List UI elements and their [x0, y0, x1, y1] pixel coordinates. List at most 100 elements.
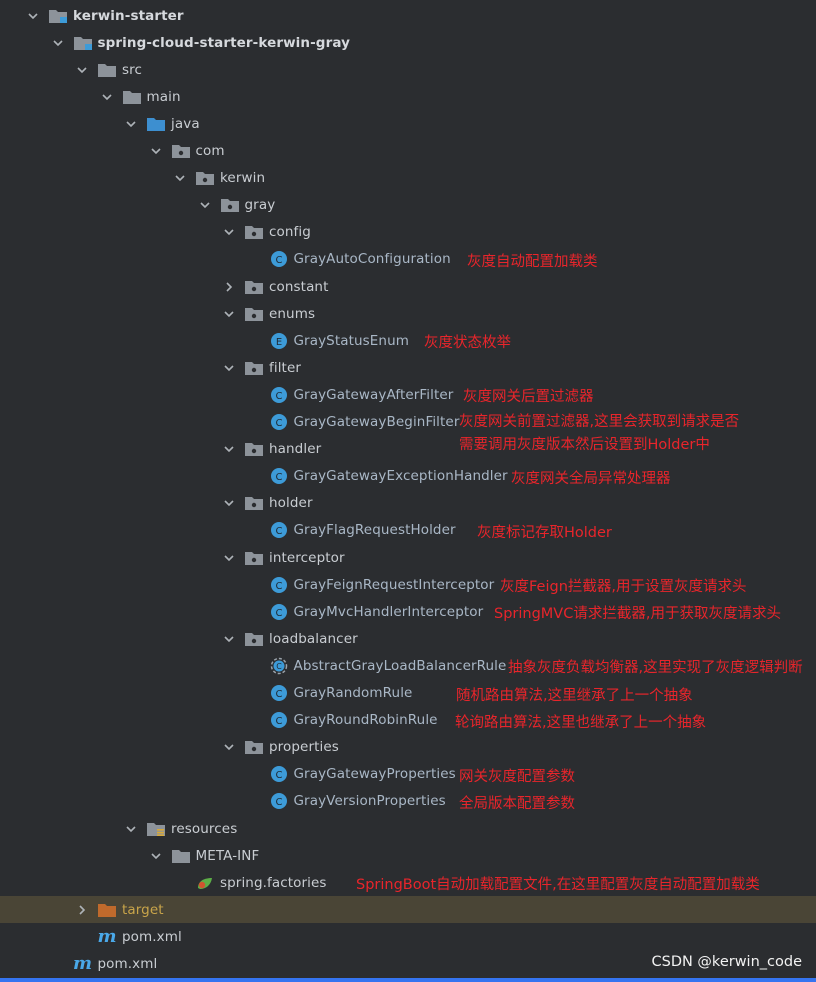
annotation-note: 灰度标记存取Holder — [477, 524, 612, 541]
chevron-down-icon[interactable] — [222, 740, 236, 754]
chevron-down-icon[interactable] — [222, 361, 236, 375]
folder-icon — [97, 61, 117, 79]
tree-node-loadbalancer[interactable]: loadbalancer — [0, 625, 816, 652]
tree-node-kerwin-starter[interactable]: kerwin-starter — [0, 2, 816, 29]
watermark: CSDN @kerwin_code — [651, 954, 802, 970]
folder-icon — [171, 847, 191, 865]
chevron-spacer — [247, 767, 261, 781]
tree-node-filter[interactable]: filter — [0, 354, 816, 381]
chevron-down-icon[interactable] — [51, 36, 65, 50]
chevron-right-icon[interactable] — [75, 903, 89, 917]
chevron-spacer — [173, 876, 187, 890]
package-icon — [244, 223, 264, 241]
class-icon: C — [269, 603, 289, 621]
chevron-down-icon[interactable] — [222, 307, 236, 321]
chevron-down-icon[interactable] — [222, 442, 236, 456]
chevron-down-icon[interactable] — [26, 9, 40, 23]
chevron-spacer — [247, 578, 261, 592]
chevron-down-icon[interactable] — [149, 144, 163, 158]
tree-node-interceptor[interactable]: interceptor — [0, 544, 816, 571]
annotation-note: 随机路由算法,这里继承了上一个抽象 — [456, 687, 693, 704]
tree-node-main[interactable]: main — [0, 83, 816, 110]
tree-node-target[interactable]: target — [0, 896, 816, 924]
tree-node-grayflagrequestholder[interactable]: C GrayFlagRequestHolder — [0, 517, 816, 544]
chevron-down-icon[interactable] — [222, 632, 236, 646]
tree-node-kerwin[interactable]: kerwin — [0, 165, 816, 192]
chevron-down-icon[interactable] — [222, 496, 236, 510]
tree-node-label: constant — [269, 278, 329, 295]
tree-node-spring-factories[interactable]: spring.factories — [0, 869, 816, 896]
chevron-right-icon[interactable] — [222, 280, 236, 294]
tree-node-constant[interactable]: constant — [0, 273, 816, 300]
chevron-down-icon[interactable] — [124, 822, 138, 836]
chevron-down-icon[interactable] — [173, 171, 187, 185]
abstract-class-icon: C — [269, 657, 289, 675]
tree-node-label: GrayFlagRequestHolder — [293, 522, 456, 539]
tree-node-label: AbstractGrayLoadBalancerRule — [293, 657, 507, 674]
tree-node-holder[interactable]: holder — [0, 490, 816, 517]
package-icon — [195, 169, 215, 187]
chevron-spacer — [247, 415, 261, 429]
tree-node-enums[interactable]: enums — [0, 300, 816, 327]
chevron-down-icon[interactable] — [100, 90, 114, 104]
tree-node-gray[interactable]: gray — [0, 192, 816, 219]
svg-text:C: C — [275, 797, 282, 808]
package-icon — [171, 142, 191, 160]
tree-node-handler[interactable]: handler — [0, 436, 816, 463]
chevron-spacer — [247, 334, 261, 348]
annotation-note: 抽象灰度负载均衡器,这里实现了灰度逻辑判断 — [508, 660, 803, 677]
folder-icon — [122, 88, 142, 106]
tree-node-com[interactable]: com — [0, 138, 816, 165]
package-icon — [244, 549, 264, 567]
spring-file-icon — [195, 874, 215, 892]
chevron-down-icon[interactable] — [124, 117, 138, 131]
annotation-note: SpringBoot自动加载配置文件,在这里配置灰度自动配置加载类 — [356, 877, 760, 894]
tree-node-label: loadbalancer — [269, 630, 358, 647]
tree-node-label: GrayRoundRobinRule — [293, 712, 438, 729]
chevron-down-icon[interactable] — [198, 198, 212, 212]
tree-node-meta-inf[interactable]: META-INF — [0, 842, 816, 869]
class-icon: C — [269, 250, 289, 268]
package-icon — [244, 359, 264, 377]
chevron-spacer — [247, 469, 261, 483]
tree-node-label: GrayMvcHandlerInterceptor — [293, 603, 484, 620]
chevron-down-icon[interactable] — [149, 849, 163, 863]
chevron-down-icon[interactable] — [75, 63, 89, 77]
package-icon — [244, 278, 264, 296]
tree-node-config[interactable]: config — [0, 219, 816, 246]
tree-node-properties[interactable]: properties — [0, 734, 816, 761]
tree-node-label: GrayGatewayAfterFilter — [293, 386, 454, 403]
chevron-spacer — [51, 957, 65, 971]
chevron-spacer — [75, 930, 89, 944]
maven-file-icon: m — [72, 953, 93, 974]
chevron-down-icon[interactable] — [222, 551, 236, 565]
class-icon: C — [269, 386, 289, 404]
chevron-down-icon[interactable] — [222, 225, 236, 239]
annotation-note: 需要调用灰度版本然后设置到Holder中 — [459, 436, 710, 453]
class-icon: C — [269, 467, 289, 485]
tree-node-resources[interactable]: resources — [0, 815, 816, 842]
svg-text:C: C — [275, 418, 282, 429]
class-icon: C — [269, 792, 289, 810]
tree-node-spring-cloud-starter-kerwin-gray[interactable]: spring-cloud-starter-kerwin-gray — [0, 29, 816, 56]
svg-text:C: C — [275, 526, 282, 537]
tree-node-src[interactable]: src — [0, 56, 816, 83]
annotation-note: 灰度网关前置过滤器,这里会获取到请求是否 — [459, 413, 740, 430]
tree-node-label: java — [171, 115, 200, 132]
class-icon: C — [269, 711, 289, 729]
tree-node-java[interactable]: java — [0, 110, 816, 137]
